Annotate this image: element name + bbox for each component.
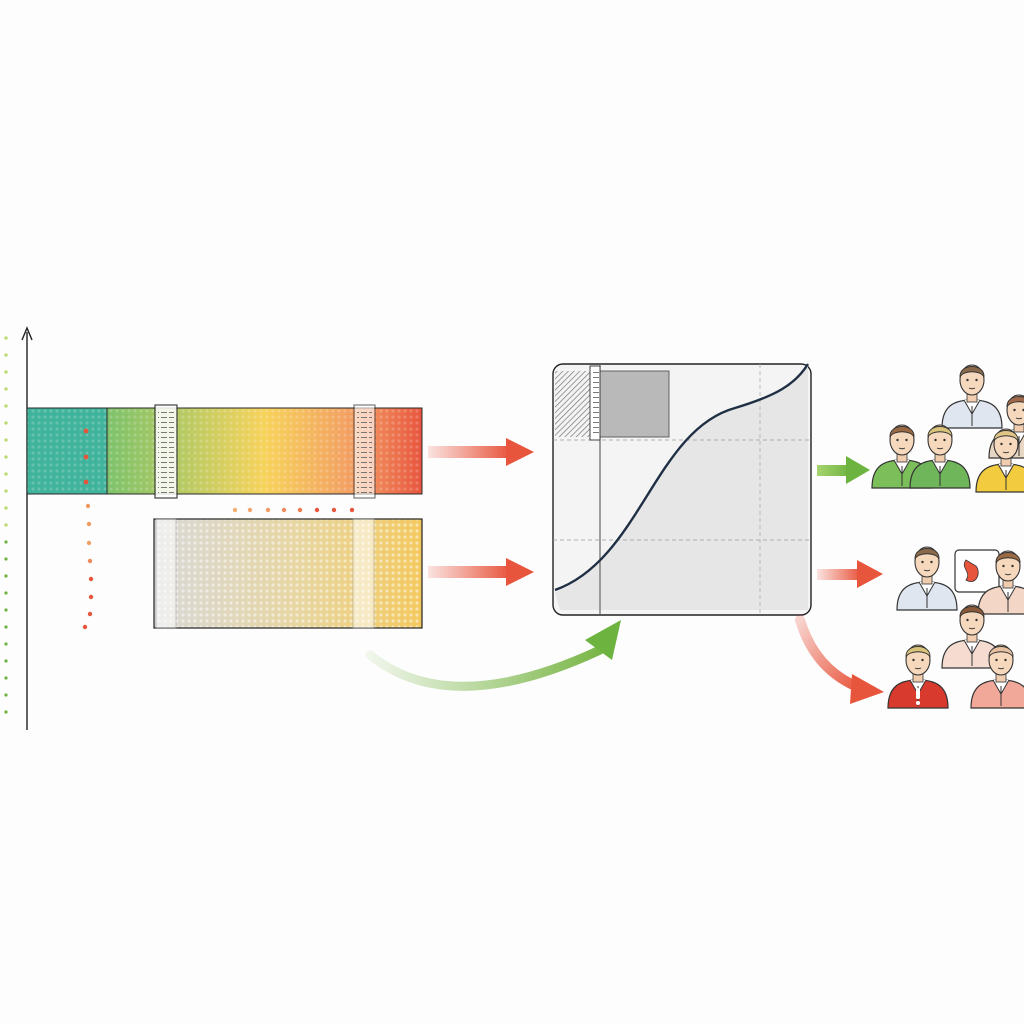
edge-dot (4, 353, 8, 357)
edge-dot (4, 404, 8, 408)
edge-dot (4, 608, 8, 612)
person-avatar-icon (896, 546, 958, 611)
edge-dot (4, 591, 8, 595)
edge-dot (4, 659, 8, 663)
edge-dot (4, 540, 8, 544)
warning-card (954, 549, 1000, 593)
vertical-axis (21, 326, 33, 730)
chart-grey-region (598, 370, 670, 438)
connector-dot (297, 507, 303, 513)
person-avatar-icon (887, 644, 949, 709)
vertical-axis-arrow-icon (21, 326, 33, 341)
curved-arrow-to-chart (365, 620, 621, 691)
arrow-chart-to-red-group (795, 615, 884, 704)
s-curve-chart (552, 363, 812, 616)
connector-dot (86, 521, 92, 527)
window-marker-left (154, 404, 178, 499)
connector-dot (85, 503, 91, 509)
chart-hatched-region (555, 371, 591, 437)
edge-dot (4, 455, 8, 459)
connector-dots (82, 503, 355, 630)
edge-dot (4, 489, 8, 493)
edge-dot (4, 693, 8, 697)
edge-dot (4, 336, 8, 340)
s-curve-line (554, 363, 810, 592)
exclamation-icon (916, 688, 920, 705)
edge-dot (4, 642, 8, 646)
edge-dot (4, 387, 8, 391)
connector-dot (82, 624, 88, 630)
arrow-band-to-chart (428, 558, 534, 586)
people-group-red (887, 644, 1024, 709)
connector-dot (86, 540, 92, 546)
connector-dot (87, 558, 93, 564)
connector-dot (232, 507, 238, 513)
connector-dot (88, 594, 94, 600)
person-avatar-icon (941, 604, 1003, 669)
people-group-green (871, 364, 1024, 493)
connector-dot (247, 507, 253, 513)
edge-dot (4, 710, 8, 714)
edge-dot (4, 574, 8, 578)
person-avatar-icon (977, 550, 1024, 615)
connector-dot (88, 576, 94, 582)
connector-dot (281, 507, 287, 513)
edge-dot-column (4, 336, 8, 714)
people-group-orange (896, 546, 1024, 669)
dotted-band (153, 518, 423, 629)
window-marker-right (353, 404, 376, 499)
connector-dot (314, 507, 320, 513)
edge-dot (4, 472, 8, 476)
arrow-chart-to-orange-group (817, 560, 883, 588)
edge-dot (4, 523, 8, 527)
band-window-left (155, 518, 177, 629)
person-avatar-icon (970, 644, 1024, 709)
edge-dot (4, 370, 8, 374)
edge-dot (4, 438, 8, 442)
connector-dot (265, 507, 271, 513)
person-avatar-icon (909, 424, 971, 489)
person-avatar-icon (941, 364, 1003, 429)
arrow-chart-to-green-group (817, 456, 870, 484)
person-avatar-icon (975, 428, 1024, 493)
edge-dot (4, 506, 8, 510)
connector-dot (87, 611, 93, 617)
edge-dot (4, 421, 8, 425)
band-window-right (352, 518, 375, 629)
arrow-top-to-chart (428, 438, 534, 466)
edge-dot (4, 676, 8, 680)
edge-dot (4, 557, 8, 561)
connector-dot (331, 507, 337, 513)
connector-dot (349, 507, 355, 513)
edge-dot (4, 625, 8, 629)
